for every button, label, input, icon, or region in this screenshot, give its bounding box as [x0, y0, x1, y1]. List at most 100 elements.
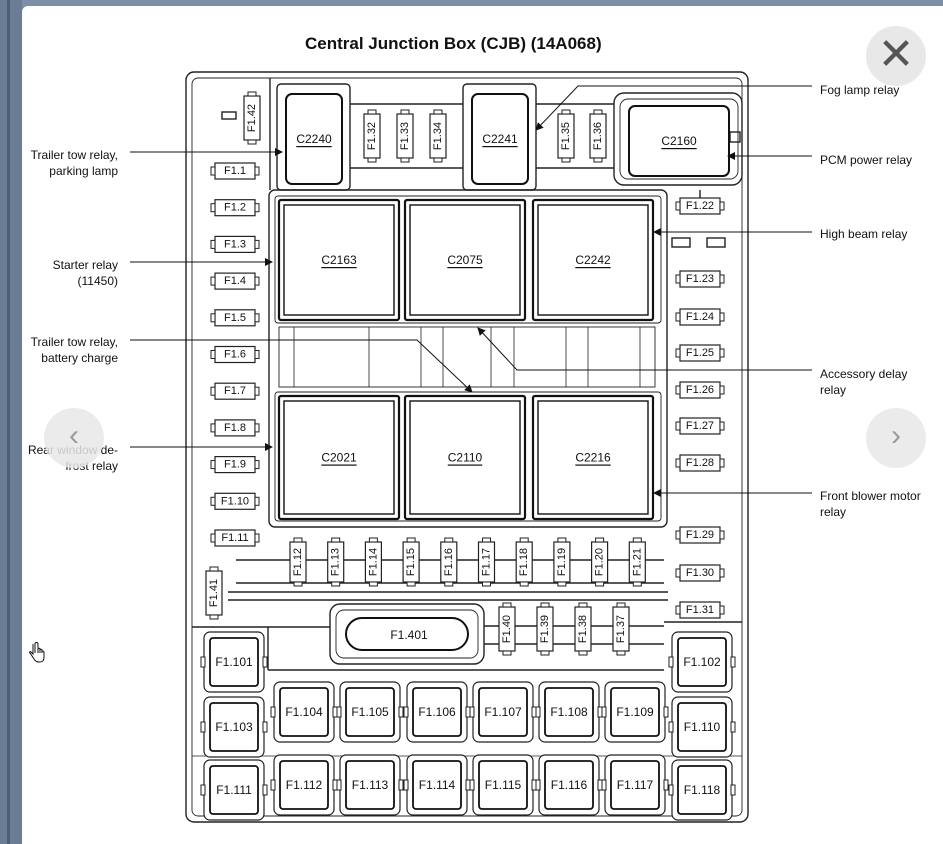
fuse-label: F1.27 [686, 420, 714, 432]
relay-C2021[interactable]: C2021 [277, 394, 401, 521]
fuse-F1.8[interactable]: F1.8 [210, 419, 260, 437]
relay-C2242[interactable]: C2242 [531, 198, 655, 322]
fuse-F1.6[interactable]: F1.6 [210, 345, 260, 364]
fuse-F1.13[interactable]: F1.13 [327, 537, 345, 587]
maxi-fuse-F1.105[interactable]: F1.105 [336, 681, 404, 743]
fuse-F1.42[interactable]: F1.42 [243, 91, 261, 145]
callout-starter-relay: Starter relay (11450) [53, 257, 118, 289]
fuse-F1.23[interactable]: F1.23 [675, 270, 725, 288]
fuse-F1.26[interactable]: F1.26 [675, 381, 725, 399]
fuse-label: F1.11 [221, 532, 248, 544]
next-image-button[interactable]: › [866, 408, 926, 468]
fuse-F1.1[interactable]: F1.1 [210, 162, 260, 180]
fuse-F1.4[interactable]: F1.4 [210, 272, 260, 290]
relay-C2163[interactable]: C2163 [277, 198, 401, 322]
fuse-label: F1.17 [481, 548, 493, 576]
fuse-F1.28[interactable]: F1.28 [675, 454, 725, 472]
relay-C2216[interactable]: C2216 [531, 394, 655, 521]
fuse-F1.3[interactable]: F1.3 [210, 235, 260, 253]
fuse-F1.12[interactable]: F1.12 [289, 537, 307, 587]
maxi-fuse-F1.112[interactable]: F1.112 [270, 754, 338, 816]
fuse-F1.36[interactable]: F1.36 [589, 109, 607, 163]
fuse-label: F1.36 [592, 122, 604, 150]
maxi-fuse-label: F1.102 [683, 655, 721, 669]
maxi-fuse-label: F1.114 [419, 778, 456, 792]
fuse-F1.16[interactable]: F1.16 [440, 537, 458, 587]
fuse-F1.24[interactable]: F1.24 [675, 308, 725, 326]
fuse-F1.22[interactable]: F1.22 [675, 197, 725, 215]
fuse-F1.18[interactable]: F1.18 [515, 537, 533, 587]
fuse-F1.37[interactable]: F1.37 [612, 602, 630, 656]
maxi-fuse-F1.104[interactable]: F1.104 [270, 681, 338, 743]
maxi-fuse-F1.114[interactable]: F1.114 [403, 754, 471, 816]
hand-cursor-icon [29, 642, 45, 663]
maxi-fuse-F1.102[interactable]: F1.102 [668, 631, 736, 693]
fuse-F1.9[interactable]: F1.9 [210, 456, 260, 474]
fuse-F1.20[interactable]: F1.20 [590, 537, 609, 587]
connector-label: C2241 [482, 132, 518, 146]
maxi-fuse-F1.109[interactable]: F1.109 [601, 681, 669, 743]
fuse-F1.33[interactable]: F1.33 [396, 109, 414, 163]
maxi-fuse-F1.113[interactable]: F1.113 [336, 754, 404, 816]
fuse-F1.34[interactable]: F1.34 [429, 109, 447, 163]
fuse-F1.11[interactable]: F1.11 [210, 529, 260, 547]
maxi-fuse-F1.118[interactable]: F1.118 [668, 759, 736, 821]
connector-label: C2160 [661, 134, 697, 148]
fuse-F1.10[interactable]: F1.10 [210, 492, 260, 510]
maxi-fuse-F1.103[interactable]: F1.103 [200, 696, 268, 758]
fuse-F1.19[interactable]: F1.19 [553, 537, 571, 587]
connector-C2241[interactable]: C2241 [471, 93, 529, 185]
fuse-F1.27[interactable]: F1.27 [675, 417, 725, 435]
fuse-F1.41[interactable]: F1.41 [205, 566, 223, 620]
connector-C2240[interactable]: C2240 [285, 93, 343, 185]
fuse-label: F1.5 [224, 312, 246, 324]
callout-front-blower-relay: Front blower motor relay [820, 488, 921, 520]
fuse-F1.31[interactable]: F1.31 [675, 601, 725, 619]
maxi-fuse-F1.111[interactable]: F1.111 [200, 759, 268, 821]
callout-fog-lamp-relay: Fog lamp relay [820, 82, 899, 98]
fuse-label: F1.20 [594, 548, 606, 576]
fuse-F1.17[interactable]: F1.17 [477, 537, 496, 587]
maxi-fuse-F1.117[interactable]: F1.117 [601, 754, 669, 816]
fuse-label: F1.33 [399, 122, 411, 150]
maxi-fuse-label: F1.106 [418, 705, 456, 719]
fuse-F1.29[interactable]: F1.29 [675, 526, 725, 544]
connector-C2160[interactable]: C2160 [628, 105, 730, 177]
maxi-fuse-F1.107[interactable]: F1.107 [469, 681, 537, 743]
maxi-fuse-F1.106[interactable]: F1.106 [403, 681, 471, 743]
fuse-F1.7[interactable]: F1.7 [210, 382, 260, 400]
callout-high-beam-relay: High beam relay [820, 226, 907, 242]
relay-C2110[interactable]: C2110 [403, 394, 527, 521]
fuse-label: F1.1 [224, 165, 246, 177]
callout-line: Trailer tow relay, [30, 335, 118, 349]
fuse-F1.5[interactable]: F1.5 [210, 309, 260, 327]
fuse-label: F1.28 [686, 457, 714, 469]
fuse-F1.30[interactable]: F1.30 [675, 564, 725, 582]
fuse-F1.35[interactable]: F1.35 [557, 109, 575, 163]
fuse-label: F1.15 [405, 548, 417, 576]
fuse-F1.32[interactable]: F1.32 [363, 109, 381, 163]
fuse-label: F1.35 [560, 122, 572, 150]
prev-image-button[interactable]: ‹ [44, 408, 104, 468]
fuse-F1.25[interactable]: F1.25 [675, 344, 725, 362]
maxi-fuse-F1.115[interactable]: F1.115 [469, 754, 537, 816]
maxi-fuse-F1.110[interactable]: F1.110 [668, 696, 736, 758]
fuse-label: F1.30 [686, 567, 714, 579]
relay-C2075[interactable]: C2075 [403, 198, 527, 322]
maxi-fuse-label: F1.116 [551, 778, 588, 792]
maxi-fuse-F1.116[interactable]: F1.116 [535, 754, 603, 816]
callout-line: relay [820, 383, 847, 397]
maxi-fuse-label: F1.115 [485, 778, 522, 792]
fuse-F1.21[interactable]: F1.21 [628, 537, 646, 587]
fuse-F1.39[interactable]: F1.39 [536, 602, 554, 656]
fuse-F1.15[interactable]: F1.15 [402, 537, 420, 587]
fuse-F1.40[interactable]: F1.40 [498, 602, 516, 656]
maxi-fuse-label: F1.117 [617, 778, 654, 792]
fuse-F1.2[interactable]: F1.2 [210, 199, 260, 217]
close-button[interactable]: ✕ [866, 26, 926, 86]
maxi-fuse-F1.108[interactable]: F1.108 [535, 681, 603, 743]
maxi-fuse-F1.101[interactable]: F1.101 [200, 631, 268, 693]
fuse-F1.38[interactable]: F1.38 [574, 602, 592, 656]
fuse-F1.401[interactable]: F1.401 [345, 617, 469, 651]
fuse-F1.14[interactable]: F1.14 [364, 537, 382, 587]
